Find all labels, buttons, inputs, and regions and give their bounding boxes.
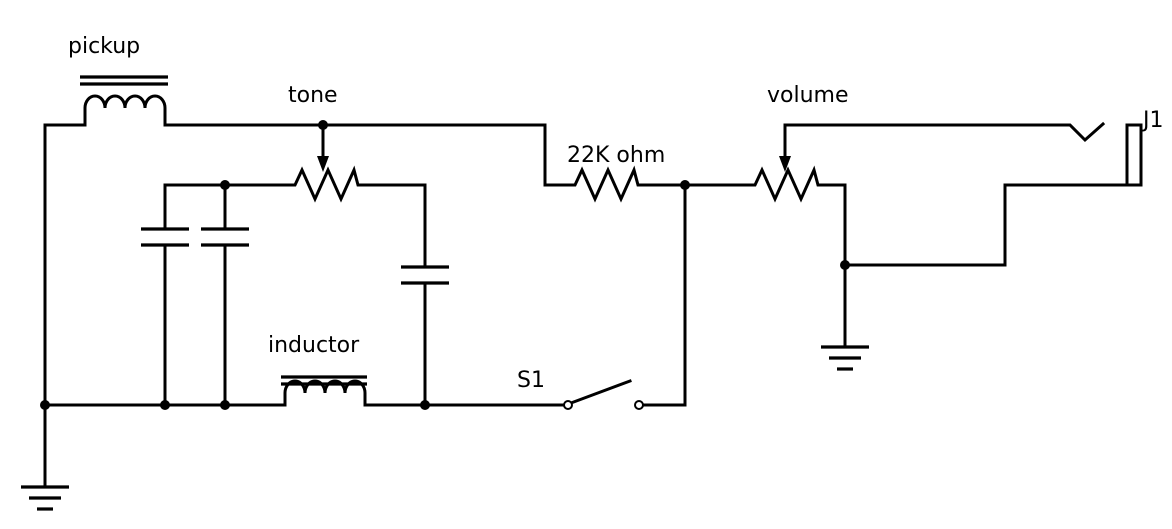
resistor-22k bbox=[563, 165, 647, 203]
tone-potentiometer bbox=[283, 156, 367, 203]
top-wire bbox=[163, 123, 567, 187]
tone-right-wire bbox=[363, 183, 427, 268]
junctions bbox=[40, 120, 850, 410]
pickup-label: pickup bbox=[68, 34, 140, 59]
junction-dot bbox=[840, 260, 850, 270]
inductor-coil bbox=[281, 375, 367, 407]
switch-return-wire bbox=[639, 183, 687, 407]
jack-label: J1 bbox=[1141, 108, 1164, 133]
junction-dot bbox=[318, 120, 328, 130]
junction-dot bbox=[680, 180, 690, 190]
ground-left bbox=[21, 485, 69, 511]
inductor-label: inductor bbox=[268, 333, 360, 358]
jack-j1 bbox=[1125, 123, 1143, 187]
volume-label: volume bbox=[767, 83, 849, 108]
pickup-coil bbox=[43, 75, 168, 127]
volume-out-wire bbox=[823, 183, 847, 347]
switch-s1 bbox=[563, 379, 644, 410]
volume-potentiometer bbox=[743, 156, 827, 203]
tone-label: tone bbox=[288, 83, 338, 108]
capacitor-3 bbox=[401, 265, 449, 285]
capacitor-1 bbox=[141, 227, 189, 247]
capacitor-2 bbox=[201, 227, 249, 247]
junction-dot bbox=[40, 400, 50, 410]
volume-wiper-wire bbox=[783, 121, 1106, 167]
jack-sleeve-wire bbox=[843, 183, 1129, 267]
switch-label: S1 bbox=[517, 368, 545, 393]
ground-right bbox=[821, 345, 869, 371]
junction-dot bbox=[420, 400, 430, 410]
junction-dot bbox=[160, 400, 170, 410]
junction-dot bbox=[220, 180, 230, 190]
resistor-label: 22K ohm bbox=[567, 143, 665, 168]
junction-dot bbox=[220, 400, 230, 410]
